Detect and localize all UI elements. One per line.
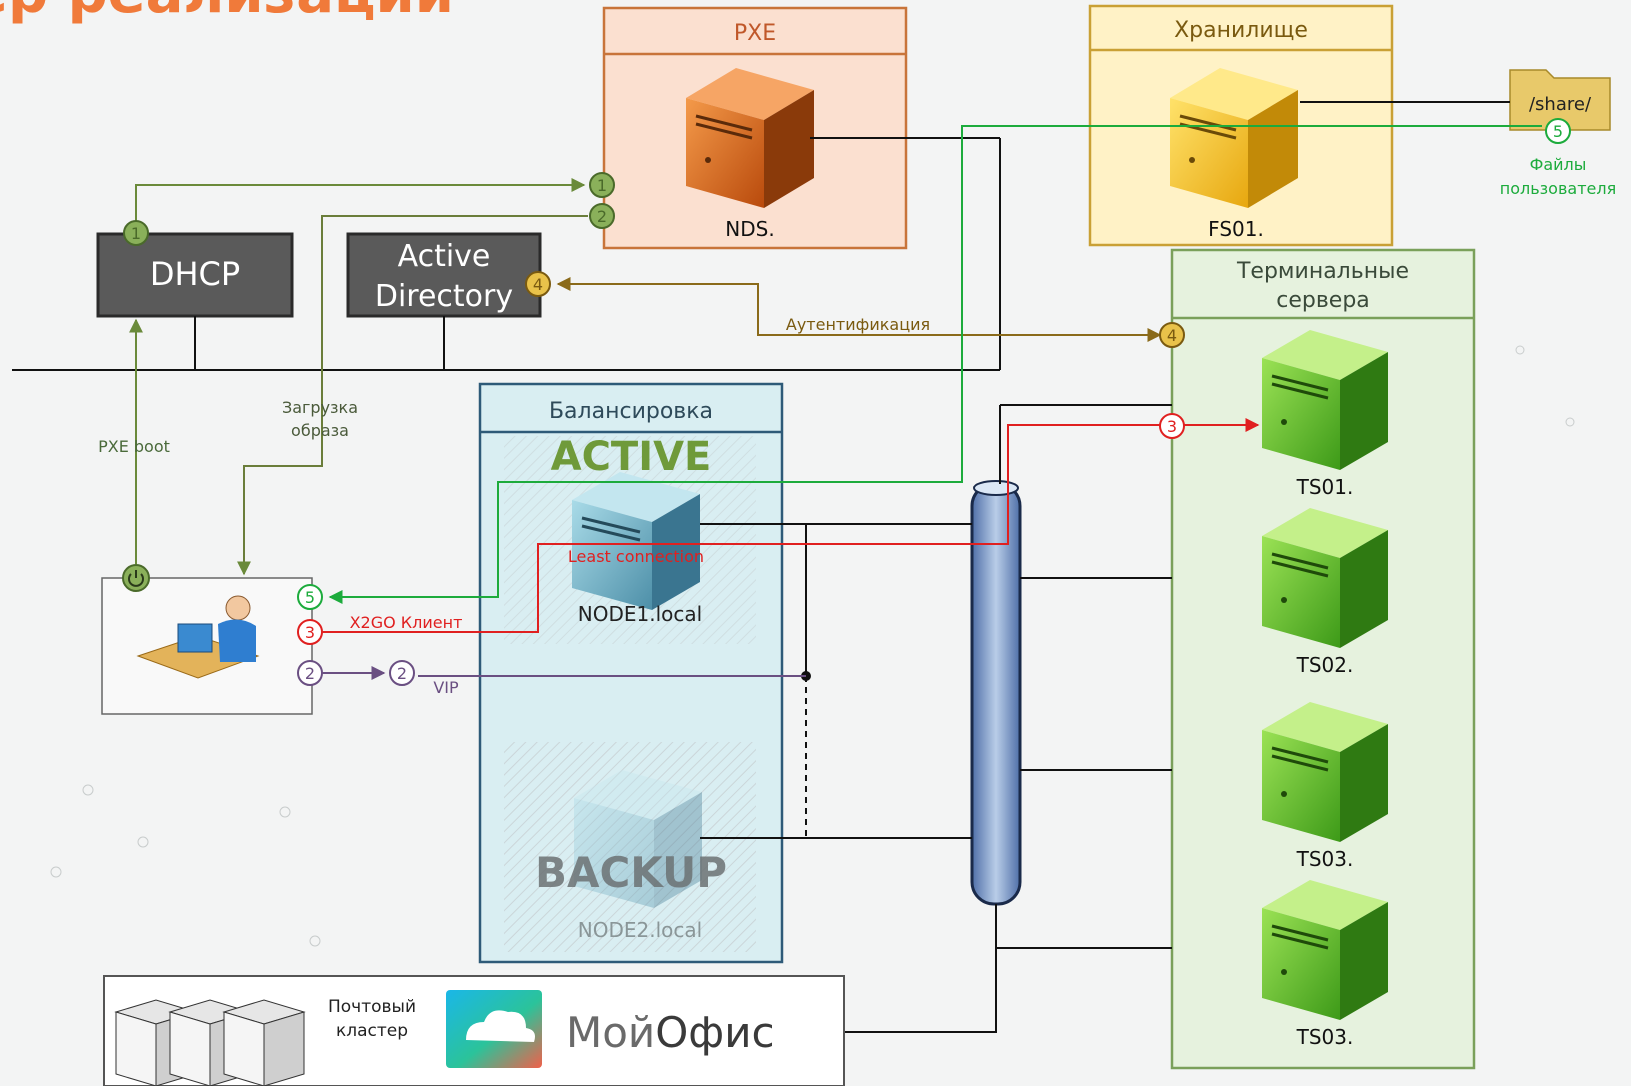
node2-server-icon [574,770,702,908]
ts-server-label-2: TS02. [1296,653,1354,677]
ts-server-icon-4 [1262,880,1388,1020]
step-badges: 1 1 2 4 4 5 5 3 3 2 2 [123,118,1571,686]
myoffice-logo-icon [446,990,542,1068]
step-badge-number-6: 5 [1553,122,1563,141]
auth-label: Аутентификация [786,315,930,334]
step-badge-number-10: 2 [305,664,315,683]
user-at-pc-icon [136,595,260,679]
dhcp-node: DHCP [96,232,294,370]
x2go-label: X2GO Клиент [350,613,463,632]
share-label: /share/ [1529,94,1592,115]
myoffice-brand-part-2: Офис [655,1008,774,1057]
step-badge-10: 2 [297,660,323,686]
step-badge-number-9: 3 [1167,417,1177,436]
flow-pxe-request [129,178,586,564]
ad-label-1: Active [398,239,491,274]
step-badge-number-1: 1 [131,224,141,243]
background-decoration [50,345,1575,947]
client-workstation [101,564,313,715]
ts-server-icon-2 [1262,508,1388,648]
image-load-label-2: образа [291,421,349,440]
backup-label: BACKUP [535,848,727,897]
page-title: ер реализации [0,0,454,26]
terminal-title-2: сервера [1276,288,1370,313]
myoffice-wordmark: МойОфис [566,1008,775,1057]
ts-server-label-1: TS01. [1296,475,1354,499]
step-badge-6: 5 [1545,118,1571,144]
step-badge-7: 5 [297,584,323,610]
step-badge-11: 2 [389,660,415,686]
myoffice-brand-part-1: Мой [566,1008,655,1057]
mail-cluster-group: Почтовый кластер МойОфис [103,975,845,1086]
flow-authentication [556,277,1162,342]
pxe-boot-label: PXE boot [98,437,170,456]
power-button-icon[interactable] [122,564,150,592]
flow-user-files [328,125,1542,604]
mail-server-icon [114,999,306,1086]
step-badge-9: 3 [1159,413,1185,439]
step-badge-number-2: 1 [597,176,607,195]
step-badge-3: 2 [589,203,615,229]
balancer-title: Балансировка [549,399,713,424]
storage-title: Хранилище [1174,18,1308,43]
least-connection-label: Least connection [568,547,704,566]
active-directory-node: Active Directory [346,232,542,370]
step-badge-2: 1 [589,172,615,198]
active-label: ACTIVE [551,434,712,480]
step-badge-1: 1 [123,220,149,246]
balancer-group: Балансировка ACTIVE NODE1.local BACKUP N… [478,382,784,964]
ts-server-icon-3 [1262,702,1388,842]
terminal-servers-group: Терминальные сервера TS01. TS02. TS03. TS03… [1170,248,1476,1070]
step-badge-number-11: 2 [397,664,407,683]
step-badge-5: 4 [1159,322,1185,348]
mail-label-1: Почтовый [328,997,416,1017]
ad-label-2: Directory [375,279,513,314]
flow-x2go [310,418,1260,633]
pxe-title: PXE [734,21,776,46]
flow-image-load [237,215,588,576]
nds-server-label: NDS. [725,217,774,241]
vip-label: VIP [433,678,459,697]
step-badge-number-5: 4 [1167,326,1177,345]
node2-label: NODE2.local [578,918,702,942]
pxe-group: PXE NDS. [602,6,908,250]
step-badge-number-7: 5 [305,588,315,607]
ts-server-label-3: TS03. [1296,847,1354,871]
step-badge-number-3: 2 [597,207,607,226]
share-folder: /share/ Файлы пользователя [1500,69,1616,198]
step-badge-4: 4 [525,271,551,297]
fs01-server-icon [1170,68,1298,208]
backbone-switch [970,480,1022,906]
node1-server-icon [572,472,700,610]
step-badge-8: 3 [297,619,323,645]
network-links [700,101,1510,1033]
dhcp-label: DHCP [150,255,240,293]
files-label-1: Файлы [1530,155,1587,174]
mail-label-2: кластер [336,1021,408,1041]
ts-server-label-4: TS03. [1296,1025,1354,1049]
nds-server-icon [686,68,814,208]
folder-icon [1509,69,1611,131]
image-load-label-1: Загрузка [282,398,358,417]
terminal-title-1: Терминальные [1236,259,1409,284]
ts-server-icon-1 [1262,330,1388,470]
node1-label: NODE1.local [578,602,702,626]
step-badge-number-8: 3 [305,623,315,642]
fs01-server-label: FS01. [1208,217,1264,241]
step-badge-number-4: 4 [533,275,543,294]
files-label-2: пользователя [1500,179,1616,198]
